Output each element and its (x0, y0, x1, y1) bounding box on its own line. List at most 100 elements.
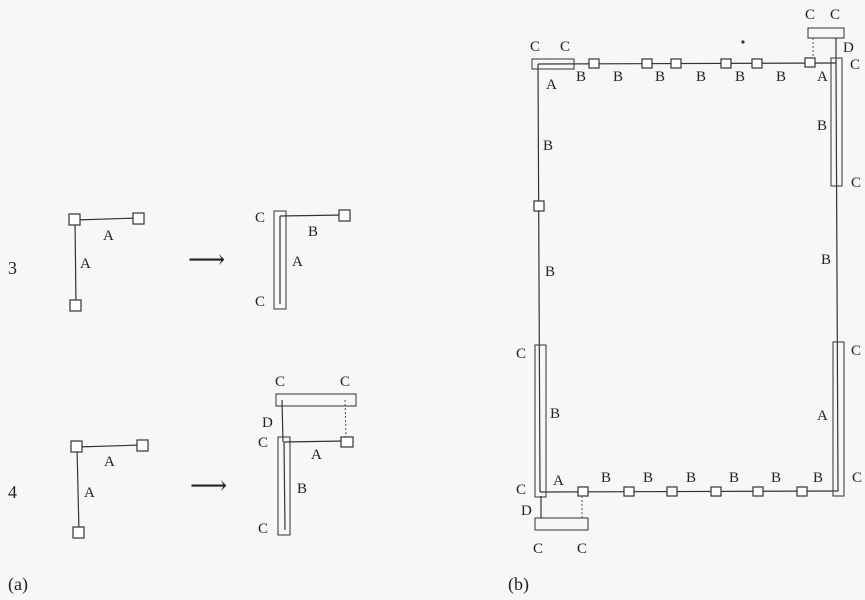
label-b: B (655, 69, 665, 85)
label-b: B (813, 470, 823, 486)
node-box (670, 58, 682, 69)
node-box (533, 200, 545, 212)
node-box (623, 486, 635, 497)
merged-box (273, 210, 287, 310)
label-b: B (771, 470, 781, 486)
label-c: C (255, 294, 265, 310)
label-c: C (516, 482, 526, 498)
label-b: B (543, 138, 553, 154)
panel-a: 3 A A ⟶ C C B A 4 (8, 209, 357, 595)
label-b: B (643, 470, 653, 486)
label-b: B (613, 69, 623, 85)
node-box (72, 526, 85, 539)
edge-a-horizontal (74, 217, 139, 221)
merged-box (277, 436, 291, 536)
node-box (340, 436, 354, 448)
top-edge (537, 62, 837, 65)
left-edge (537, 63, 541, 493)
label-c: C (852, 470, 862, 486)
label-a: A (103, 228, 114, 244)
node-box (710, 486, 722, 497)
edge (279, 214, 345, 217)
node-box (338, 209, 351, 222)
label-a: A (553, 473, 564, 489)
label-b: B (545, 264, 555, 280)
label-c: C (530, 39, 540, 55)
label-b: B (735, 69, 745, 85)
transform-arrow: ⟶ (188, 245, 225, 274)
top-nodes (588, 57, 816, 69)
label-c: C (255, 210, 265, 226)
node-box (751, 58, 763, 69)
label-c: C (275, 374, 285, 390)
label-a: A (104, 454, 115, 470)
row4-before: A A (70, 439, 149, 539)
bottom-nodes (577, 486, 808, 497)
label-b: B (308, 224, 318, 240)
transform-arrow: ⟶ (190, 471, 227, 500)
label-a: A (817, 69, 828, 85)
merged-box-bottom-left (534, 517, 589, 531)
top-merged-box (275, 393, 357, 407)
label-c: C (258, 435, 268, 451)
label-b: B (817, 118, 827, 134)
label-b: B (729, 470, 739, 486)
caption-b: (b) (508, 574, 529, 595)
label-b: B (576, 69, 586, 85)
edge-a-vertical (76, 446, 80, 533)
node-box (720, 58, 732, 69)
label-a: A (546, 77, 557, 93)
node-box (68, 213, 81, 226)
label-d: D (521, 503, 532, 519)
label-b: B (776, 69, 786, 85)
label-a: A (292, 254, 303, 270)
row4-after: C C D C A B C (258, 374, 357, 537)
merged-box-right-upper (830, 57, 843, 187)
label-a: A (311, 447, 322, 463)
label-c: C (258, 521, 268, 537)
label-a: A (80, 256, 91, 272)
label-b: B (821, 252, 831, 268)
label-a: A (84, 485, 95, 501)
edge-a-horizontal (76, 444, 143, 448)
label-c: C (850, 57, 860, 73)
label-c: C (851, 175, 861, 191)
stray-dot (741, 40, 745, 44)
merged-box-top-left (531, 58, 575, 70)
bottom-edge (539, 490, 839, 493)
label-a: A (817, 408, 828, 424)
label-c: C (577, 541, 587, 557)
node-box (796, 486, 808, 497)
edge-d (281, 399, 284, 443)
label-c: C (851, 343, 861, 359)
label-b: B (297, 481, 307, 497)
node-box (70, 440, 83, 453)
node-box (588, 58, 600, 69)
row3-after: C C B A (255, 209, 351, 310)
label-b: B (550, 406, 560, 422)
label-c: C (805, 7, 815, 23)
node-box (641, 58, 653, 69)
node-box (69, 299, 82, 312)
label-c: C (830, 7, 840, 23)
right-edge (835, 62, 839, 492)
row3-before: A A (68, 212, 145, 312)
node-box (666, 486, 678, 497)
label-d: D (262, 415, 273, 431)
label-c: C (340, 374, 350, 390)
label-c: C (533, 541, 543, 557)
row-3-label: 3 (8, 258, 17, 278)
label-c: C (560, 39, 570, 55)
node-box (752, 486, 764, 497)
row-4-label: 4 (8, 482, 17, 502)
merged-box-top-right (807, 27, 845, 39)
label-c: C (516, 346, 526, 362)
caption-a: (a) (8, 574, 28, 595)
label-b: B (686, 470, 696, 486)
merged-box-right-lower (832, 341, 845, 497)
label-b: B (601, 470, 611, 486)
node-box (136, 439, 149, 452)
edge (283, 441, 286, 531)
node-box (804, 57, 816, 68)
